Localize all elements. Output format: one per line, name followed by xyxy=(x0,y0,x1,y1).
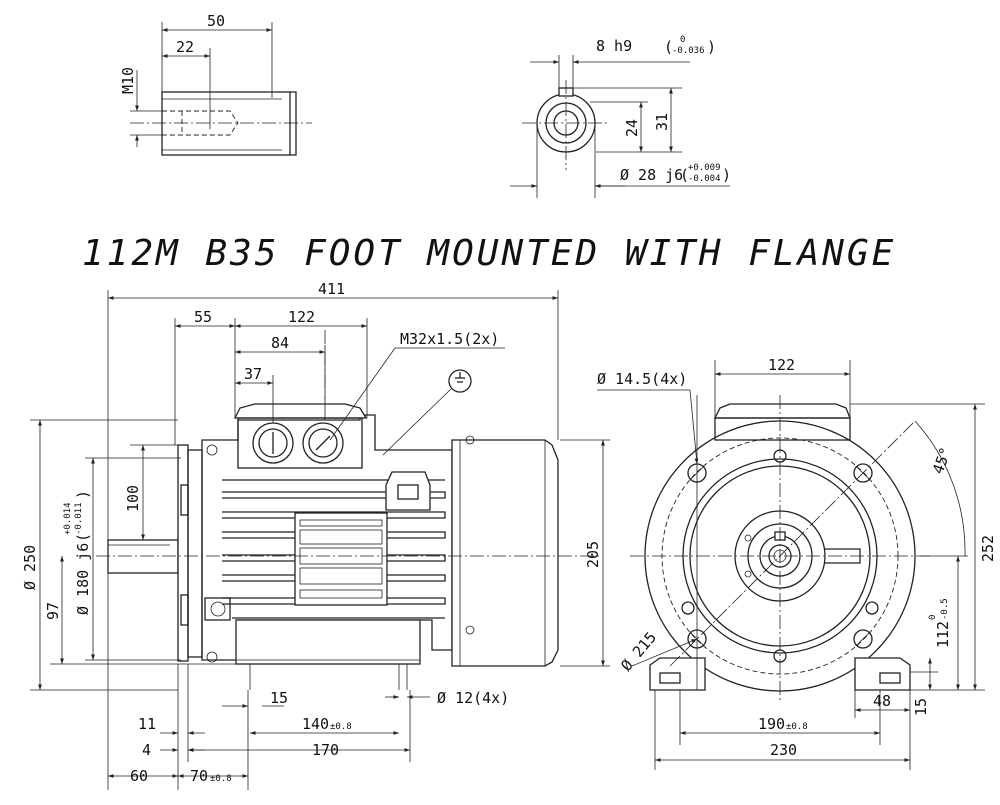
dim-97: 97 xyxy=(44,602,62,620)
dim-60: 60 xyxy=(130,767,148,785)
paren-l1: ( xyxy=(664,38,673,56)
dim-190-tol: ±0.8 xyxy=(786,722,808,732)
motor-front-view xyxy=(630,395,966,700)
dim-170: 170 xyxy=(312,741,339,759)
dim-55: 55 xyxy=(194,308,212,326)
side-view-dimensions xyxy=(30,290,610,790)
dim-250: Ø 250 xyxy=(21,545,39,590)
dim-flange-holes: Ø 14.5(4x) xyxy=(597,370,687,388)
dim-45deg: 45° xyxy=(929,445,955,477)
dim-140: 140 xyxy=(302,715,329,733)
dim-190: 190 xyxy=(758,715,785,733)
dim-31: 31 xyxy=(653,113,671,131)
dim-key-tol-top: 0 xyxy=(680,35,685,45)
paren-l3: ( xyxy=(74,533,92,542)
dim-411: 411 xyxy=(318,280,345,298)
dim-m10: M10 xyxy=(119,67,137,94)
dim-holes: Ø 12(4x) xyxy=(437,689,509,707)
shaft-section-view xyxy=(510,55,730,198)
dim-48: 48 xyxy=(873,692,891,710)
dim-24: 24 xyxy=(623,119,641,137)
dim-112-tol-bot: -0.5 xyxy=(940,598,950,620)
dim-180: Ø 180 j6 xyxy=(74,543,92,615)
dim-4: 4 xyxy=(142,741,151,759)
dim-180-tol-top: +0.014 xyxy=(63,502,73,535)
dim-122-front: 122 xyxy=(768,356,795,374)
dim-112: 112 xyxy=(934,621,952,648)
dim-122-side: 122 xyxy=(288,308,315,326)
dim-70-tol: ±0.8 xyxy=(210,774,232,784)
paren-r2: ) xyxy=(722,166,731,184)
dim-50: 50 xyxy=(207,12,225,30)
shaft-end-view xyxy=(130,22,312,156)
dim-gland: M32x1.5(2x) xyxy=(400,330,499,348)
dim-84: 84 xyxy=(271,334,289,352)
dim-37: 37 xyxy=(244,365,262,383)
dim-100: 100 xyxy=(124,485,142,512)
dim-252: 252 xyxy=(979,535,997,562)
dim-key: 8 h9 xyxy=(596,37,632,55)
dim-180-tol-bot: -0.011 xyxy=(74,502,84,535)
dim-15-side: 15 xyxy=(270,689,288,707)
dim-shaft-tol-top: +0.009 xyxy=(688,163,721,173)
dim-shaft-dia: Ø 28 j6 xyxy=(620,166,683,184)
motor-side-view xyxy=(96,330,600,690)
dim-230: 230 xyxy=(770,741,797,759)
paren-r3: ) xyxy=(74,490,92,499)
dim-shaft-tol-bot: -0.004 xyxy=(688,174,721,184)
front-view-dimensions xyxy=(597,360,985,770)
paren-l2: ( xyxy=(680,166,689,184)
paren-r1: ) xyxy=(707,38,716,56)
dim-140-tol: ±0.8 xyxy=(330,722,352,732)
dim-15-front: 15 xyxy=(912,698,930,716)
dim-11: 11 xyxy=(138,715,156,733)
dim-70: 70 xyxy=(190,767,208,785)
dim-22: 22 xyxy=(176,38,194,56)
dim-205: 205 xyxy=(584,541,602,568)
dim-112-tol-top: 0 xyxy=(928,615,938,620)
dim-key-tol-bot: -0.036 xyxy=(672,46,705,56)
drawing-title: 112M B35 FOOT MOUNTED WITH FLANGE xyxy=(82,233,896,274)
